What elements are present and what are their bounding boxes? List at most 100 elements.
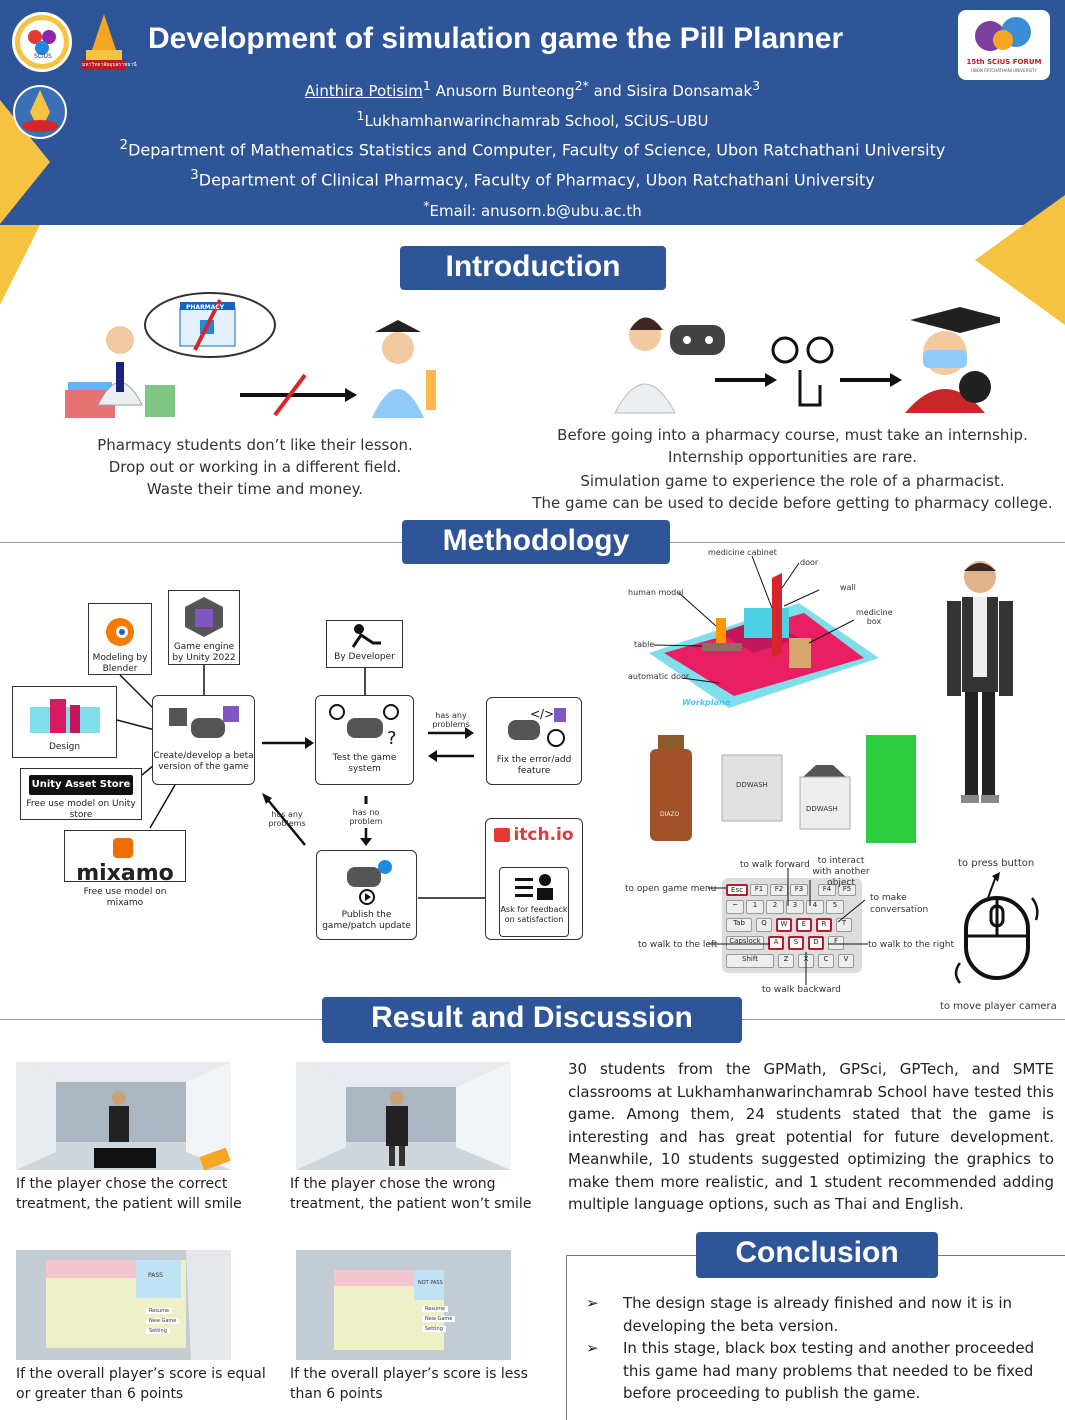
- intro-left-illustration: PHARMACY: [60, 290, 450, 420]
- key-3: 3: [786, 900, 804, 914]
- conclusion-bullet-1: The design stage is already finished and…: [623, 1294, 1013, 1335]
- introduction-heading: Introduction: [400, 246, 666, 290]
- lead-author: Ainthira Potisim: [304, 82, 423, 100]
- left-yellow-corner: [0, 225, 40, 305]
- svg-text:?: ?: [387, 728, 397, 749]
- affiliation-3: 3Department of Clinical Pharmacy, Facult…: [0, 168, 1065, 189]
- label-workplane: Workplane: [682, 698, 731, 707]
- key-r: R: [816, 918, 832, 932]
- itch-text: itch.io: [513, 825, 574, 845]
- test-game-box: ? Test the game system: [315, 695, 414, 785]
- conclusion-bullet-2: In this stage, black box testing and ano…: [623, 1339, 1035, 1402]
- key-q: Q: [756, 918, 772, 932]
- key-tilde: ~: [726, 900, 744, 914]
- intro-right-line-4: The game can be used to decide before ge…: [532, 494, 1053, 512]
- forum-logo-sub: UBON RATCHATHANI UNIVERSITY: [971, 68, 1037, 73]
- label-walk-right: to walk to the right: [868, 940, 955, 950]
- university-logo-text: มหาวิทยาลัยอุบลราชธานี: [82, 62, 137, 68]
- third-author-sup: 3: [752, 78, 761, 93]
- label-table: table: [634, 640, 655, 649]
- label-medicine-box: medicine box: [856, 608, 893, 626]
- key-v: V: [838, 954, 854, 968]
- conclusion-heading: Conclusion: [696, 1232, 938, 1278]
- affiliation-1: 1Lukhamhanwarinchamrab School, SCiUS–UBU: [0, 108, 1065, 130]
- authors-line: Ainthira Potisim1 Anusorn Bunteong2* and…: [0, 78, 1065, 100]
- new-game-button: New Game: [146, 1318, 180, 1324]
- box1-label: DDWASH: [736, 781, 768, 789]
- design-label: Design: [48, 742, 81, 752]
- resume-button-2: Resume: [422, 1306, 449, 1312]
- new-game-button-2: New Game: [422, 1316, 456, 1322]
- mixamo-text: mixamo: [76, 861, 174, 886]
- label-wall: wall: [840, 583, 856, 592]
- key-f4: F4: [818, 884, 836, 896]
- intro-right-illustration: [605, 295, 1010, 415]
- medicine-models: DIAZO DDWASH DDWASH: [648, 725, 918, 845]
- caption-pass: If the overall player’s score is equal o…: [16, 1366, 266, 1402]
- itch-logo: itch.io: [486, 825, 582, 845]
- label-walk-backward: to walk backward: [762, 985, 841, 995]
- fix-error-label: Fix the error/add feature: [496, 755, 572, 776]
- unity-box: Game engine by Unity 2022: [168, 590, 240, 665]
- label-automatic-door: automatic door: [628, 672, 690, 681]
- affiliation-2: 2Department of Mathematics Statistics an…: [0, 138, 1065, 159]
- label-walk-forward: to walk forward: [740, 860, 810, 870]
- create-beta-box: Create/develop a beta version of the gam…: [152, 695, 255, 785]
- human-character-model: [935, 555, 1025, 810]
- school-emblem: [10, 82, 70, 142]
- intro-right-text: Before going into a pharmacy course, mus…: [520, 424, 1065, 514]
- unity-label: Game engine by Unity 2022: [172, 642, 236, 663]
- developer-label: By Developer: [334, 652, 395, 662]
- email-sup: *: [423, 198, 430, 213]
- asset-store-label: Unity Asset Store: [29, 775, 133, 795]
- pass-label: PASS: [148, 1272, 163, 1279]
- key-d: D: [808, 936, 824, 950]
- label-door: door: [800, 558, 819, 567]
- intro-right-line-1: Before going into a pharmacy course, mus…: [557, 426, 1028, 444]
- screenshot-pass: PASS Resume New Game Setting: [16, 1250, 231, 1360]
- label-interact: to interact with another object: [812, 856, 870, 888]
- setting-button: Setting: [146, 1328, 170, 1334]
- no-problem-label: has no problem: [349, 808, 383, 826]
- intro-left-text: Pharmacy students don’t like their lesso…: [60, 434, 450, 500]
- header-banner: [0, 0, 1065, 225]
- publish-box: Publish the game/patch update: [316, 850, 417, 940]
- developer-box: By Developer: [326, 620, 403, 668]
- create-beta-label: Create/develop a beta version of the gam…: [153, 751, 254, 772]
- right-yellow-chevron: [975, 195, 1065, 325]
- label-walk-left: to walk to the left: [638, 940, 718, 950]
- key-f3: F3: [790, 884, 808, 896]
- methodology-heading: Methodology: [402, 520, 670, 564]
- design-box: Design: [12, 686, 117, 758]
- aff2-text: Department of Mathematics Statistics and…: [128, 140, 946, 160]
- intro-left-line-2: Drop out or working in a different field…: [108, 458, 402, 476]
- aff1-text: Lukhamhanwarinchamrab School, SCiUS–UBU: [364, 112, 709, 130]
- mixamo-sub: Free use model on mixamo: [83, 887, 167, 908]
- pharmacy-3d-scene: medicine cabinet door human model wall m…: [624, 548, 899, 716]
- poster-title: Development of simulation game the Pill …: [148, 22, 844, 55]
- itch-box: itch.io Ask for feedback on satisfaction: [485, 818, 583, 940]
- key-f: F: [828, 936, 844, 950]
- aff2-sup: 2: [119, 138, 129, 153]
- svg-text:</>: </>: [530, 707, 554, 721]
- lead-author-sup: 1: [422, 78, 431, 93]
- flowchart-connectors: [116, 665, 539, 899]
- bullet-1-mark: ➢: [586, 1294, 599, 1312]
- label-open-menu: to open game menu: [625, 884, 717, 894]
- email-text: Email: anusorn.b@ubu.ac.th: [429, 202, 642, 220]
- key-w: W: [776, 918, 792, 932]
- result-heading: Result and Discussion: [322, 997, 742, 1043]
- key-t: T: [836, 918, 852, 932]
- mixamo-logo: mixamo: [65, 835, 185, 887]
- intro-right-line-3: Simulation game to experience the role o…: [580, 472, 1005, 490]
- second-author-sup: 2*: [574, 78, 589, 93]
- notpass-label: NOT PASS: [418, 1280, 443, 1286]
- key-a: A: [768, 936, 784, 950]
- publish-label: Publish the game/patch update: [322, 910, 411, 931]
- intro-right-line-2: Internship opportunities are rare.: [668, 448, 917, 466]
- caption-wrong: If the player chose the wrong treatment,…: [290, 1176, 532, 1212]
- mouse-icon: [948, 868, 1048, 988]
- feedback-label: Ask for feedback on satisfaction: [500, 905, 568, 924]
- box2-label: DDWASH: [806, 805, 838, 813]
- aff3-text: Department of Clinical Pharmacy, Faculty…: [198, 170, 875, 190]
